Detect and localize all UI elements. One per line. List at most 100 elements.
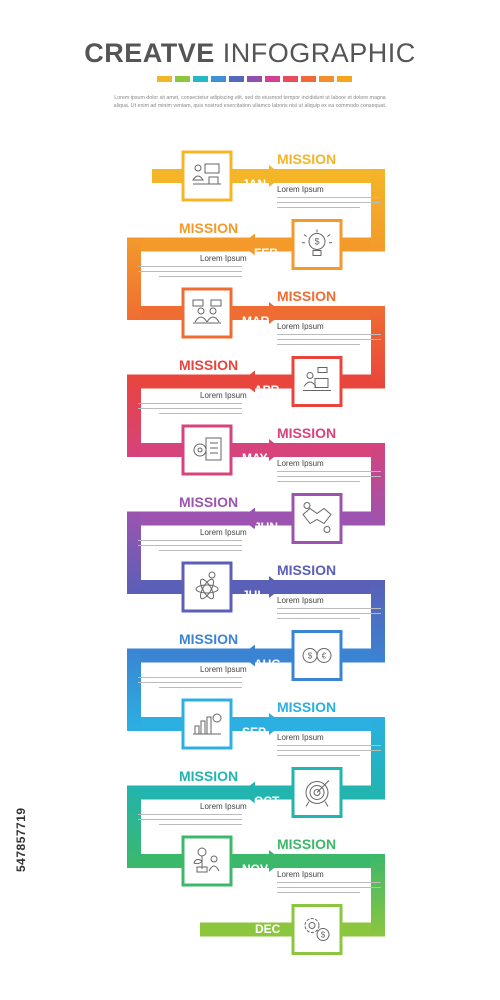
mission-title-nov: MISSION — [277, 836, 337, 852]
month-label-may: MAY — [242, 451, 268, 465]
money-plant-icon — [193, 847, 220, 873]
swatch-0 — [157, 76, 172, 82]
svg-text:$: $ — [314, 237, 319, 247]
step-box-sep — [181, 698, 233, 750]
connector-6 — [371, 580, 385, 663]
swatch-6 — [265, 76, 280, 82]
mission-desc-feb — [138, 262, 242, 277]
arrow-jun — [241, 507, 255, 530]
bar-chart-icon — [193, 713, 222, 735]
mission-subtitle-may: Lorem Ipsum — [277, 459, 324, 468]
arrow-feb — [241, 233, 255, 256]
step-box-jan — [181, 150, 233, 202]
month-label-jul: JUL — [242, 588, 265, 602]
currency-exchange-icon: $€ — [302, 648, 332, 663]
step-box-apr — [291, 356, 343, 407]
month-label-oct: OCT — [254, 793, 280, 808]
checklist-gear-icon — [193, 437, 222, 461]
mission-desc-sep — [277, 741, 381, 756]
mission-title-may: MISSION — [277, 425, 337, 441]
svg-text:€: € — [322, 652, 327, 661]
connector-0 — [371, 169, 385, 252]
swatch-9 — [319, 76, 334, 82]
mission-title-sep: MISSION — [277, 699, 337, 715]
mission-desc-mar — [277, 330, 381, 345]
mission-desc-jan — [277, 193, 381, 208]
mission-subtitle-sep: Lorem Ipsum — [277, 733, 324, 742]
stock-id: 547857719 — [14, 807, 28, 872]
mission-desc-oct — [138, 810, 242, 825]
step-box-feb: $ — [291, 219, 343, 270]
mission-desc-may — [277, 467, 381, 482]
swatch-4 — [229, 76, 244, 82]
color-swatches — [157, 76, 352, 82]
mission-subtitle-jan: Lorem Ipsum — [277, 185, 324, 194]
step-box-may — [181, 424, 233, 476]
mission-title-oct: MISSION — [179, 767, 239, 784]
title-bold: CREATVE — [84, 38, 215, 68]
arrow-may — [269, 439, 283, 461]
connector-1 — [127, 237, 141, 320]
arrow-jan — [269, 165, 283, 187]
month-label-feb: FEB — [254, 245, 278, 260]
laptop-user-icon — [303, 367, 331, 391]
arrow-mar — [269, 302, 283, 324]
connector-4 — [371, 443, 385, 526]
month-label-dec: DEC — [255, 921, 281, 936]
mission-title-apr: MISSION — [179, 356, 239, 373]
month-label-jan: JAN — [242, 177, 267, 191]
swatch-8 — [301, 76, 316, 82]
step-box-dec: $ — [291, 904, 343, 955]
connector-5 — [127, 511, 141, 594]
step-box-jun — [291, 493, 343, 544]
mission-desc-aug — [138, 673, 242, 688]
swatch-2 — [193, 76, 208, 82]
mission-subtitle-apr: Lorem Ipsum — [200, 390, 247, 400]
svg-text:$: $ — [321, 931, 326, 940]
stock-id-strip — [9, 874, 29, 994]
arrow-sep — [269, 713, 283, 735]
swatch-1 — [175, 76, 190, 82]
mission-subtitle-jun: Lorem Ipsum — [200, 527, 247, 537]
connector-3 — [127, 374, 141, 457]
step-box-aug: $€ — [291, 630, 343, 681]
target-icon — [305, 780, 330, 807]
mission-desc-nov — [277, 878, 381, 893]
team-meeting-icon — [192, 299, 222, 324]
mission-subtitle-oct: Lorem Ipsum — [200, 801, 247, 811]
step-box-jul — [181, 561, 233, 613]
mission-subtitle-feb: Lorem Ipsum — [200, 253, 247, 263]
intro-text: Lorem ipsum dolor sit amet, consectetur … — [113, 95, 387, 109]
icon-boxes: $ $€ $ — [181, 150, 343, 955]
step-box-mar — [181, 287, 233, 339]
month-label-sep: SEP — [242, 725, 267, 739]
mission-title-jan: MISSION — [277, 151, 337, 167]
mission-title-aug: MISSION — [179, 630, 239, 647]
swatch-7 — [283, 76, 298, 82]
mission-subtitle-jul: Lorem Ipsum — [277, 596, 324, 605]
swatch-3 — [211, 76, 226, 82]
mission-desc-apr — [138, 399, 242, 414]
mission-subtitle-mar: Lorem Ipsum — [277, 322, 324, 331]
arrow-apr — [241, 370, 255, 393]
mission-title-jul: MISSION — [277, 562, 337, 578]
arrow-aug — [241, 644, 255, 667]
mission-subtitle-aug: Lorem Ipsum — [200, 664, 247, 674]
connector-8 — [371, 717, 385, 800]
arrow-oct — [241, 781, 255, 804]
month-label-apr: APR — [254, 382, 280, 397]
arrow-nov — [269, 850, 283, 872]
mission-desc-jun — [138, 536, 242, 551]
title-light: INFOGRAPHIC — [222, 38, 416, 68]
mission-title-feb: MISSION — [179, 219, 239, 236]
month-label-mar: MAR — [242, 314, 270, 328]
mission-subtitle-nov: Lorem Ipsum — [277, 870, 324, 879]
month-label-jun: JUN — [254, 519, 279, 534]
atom-user-icon — [195, 571, 219, 600]
gear-dollar-icon: $ — [304, 918, 330, 941]
presentation-icon — [192, 163, 221, 185]
mission-title-jun: MISSION — [179, 493, 239, 510]
mission-title-mar: MISSION — [277, 288, 337, 304]
connector-7 — [127, 648, 141, 731]
